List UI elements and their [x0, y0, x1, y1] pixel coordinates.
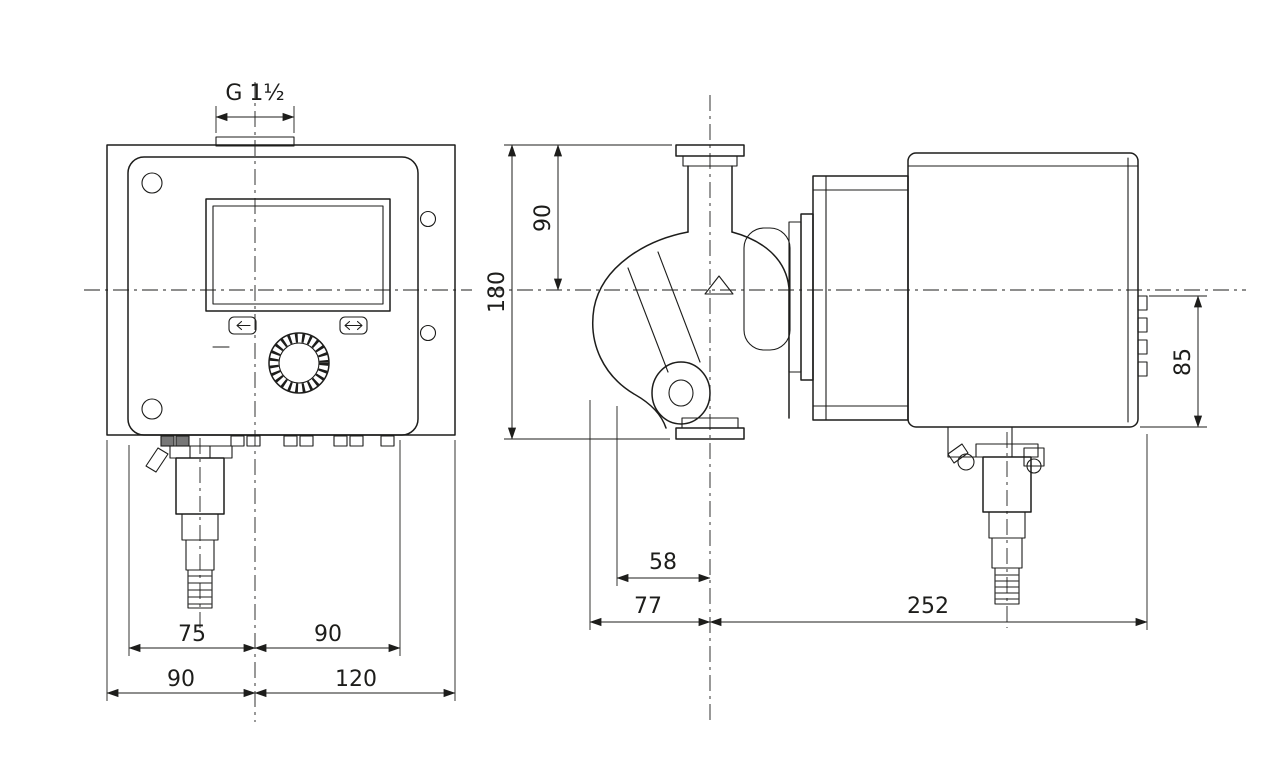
gland-roller	[957, 453, 975, 471]
knob-ticks	[269, 333, 329, 393]
side-view	[488, 95, 1246, 722]
terminal-clip	[380, 435, 395, 447]
dim-label-77: 77	[634, 594, 662, 619]
bracket-screw	[1026, 458, 1042, 474]
dim-label-90: 90	[531, 204, 556, 232]
pump-volute	[592, 227, 791, 429]
volute-outline-right	[731, 231, 790, 419]
side-dimensions: 180 90 85 58 77 252	[485, 144, 1207, 630]
electronics-module	[907, 152, 1148, 428]
screw-hole-bottom-left	[141, 398, 163, 420]
motor-flange-inner	[788, 221, 802, 373]
dim-label-thread: G 1½	[225, 81, 284, 106]
front-view	[84, 82, 472, 722]
knob-center	[278, 342, 320, 384]
terminal-clip	[160, 435, 175, 447]
cable-gland-side	[947, 443, 1039, 605]
back-button	[228, 316, 257, 335]
inlet-port-bore	[668, 379, 694, 407]
motor-housing	[812, 175, 909, 421]
back-arrow-icon	[236, 320, 251, 331]
terminal-clip	[283, 435, 298, 447]
cable-gland-front	[145, 445, 233, 609]
inlet-spout-edge	[657, 251, 701, 363]
screw-hole-top-right	[419, 210, 437, 228]
dim-label-90-inner: 90	[314, 622, 342, 647]
front-dimensions: G 1½ 75 90 90 120	[106, 81, 456, 701]
gland-thread	[994, 567, 1020, 605]
gland-bracket	[169, 445, 233, 459]
dim-label-252: 252	[907, 594, 949, 619]
inlet-port	[651, 361, 711, 425]
double-arrow-icon	[344, 320, 363, 331]
gland-thread	[187, 569, 213, 609]
dim-label-75: 75	[178, 622, 206, 647]
motor-flange-outer	[800, 213, 814, 381]
terminal-tab	[1137, 295, 1148, 311]
bearing-housing	[743, 227, 791, 351]
flow-direction-triangle	[704, 275, 734, 295]
terminal-tab	[1137, 317, 1148, 333]
pipe-flange-bottom	[675, 427, 745, 440]
terminal-clip	[246, 435, 261, 447]
pipe-flange-top-front	[215, 136, 295, 147]
bracket-plate	[947, 426, 1013, 458]
thread-lines	[188, 575, 212, 605]
gland-lever	[145, 447, 169, 473]
dim-label-120: 120	[335, 667, 377, 692]
screw-hole-bottom-right	[419, 324, 437, 342]
screw-hole-top-left	[141, 172, 163, 194]
menu-button	[339, 316, 368, 335]
display-screen	[212, 205, 384, 305]
terminal-clip	[299, 435, 314, 447]
control-knob	[268, 332, 330, 394]
dim-label-58: 58	[649, 550, 677, 575]
dim-label-85: 85	[1171, 348, 1196, 376]
terminal-clip	[230, 435, 245, 447]
gland-lever	[947, 443, 969, 464]
motor-body	[812, 175, 909, 421]
pipe-flange-top-collar	[682, 155, 738, 167]
dim-label-180: 180	[485, 271, 510, 313]
pump-body	[127, 156, 419, 436]
terminal-tab	[1137, 361, 1148, 377]
dim-label-90-outer: 90	[167, 667, 195, 692]
thread-lines	[995, 574, 1019, 600]
terminal-clip	[175, 435, 190, 447]
volute-outline-left	[592, 231, 689, 429]
terminal-clip	[349, 435, 364, 447]
terminal-clip	[333, 435, 348, 447]
module-body	[907, 152, 1139, 428]
mounting-bracket	[947, 426, 1045, 474]
inlet-spout-edge	[627, 267, 669, 373]
terminal-tab	[1137, 339, 1148, 355]
display-frame	[205, 198, 391, 312]
